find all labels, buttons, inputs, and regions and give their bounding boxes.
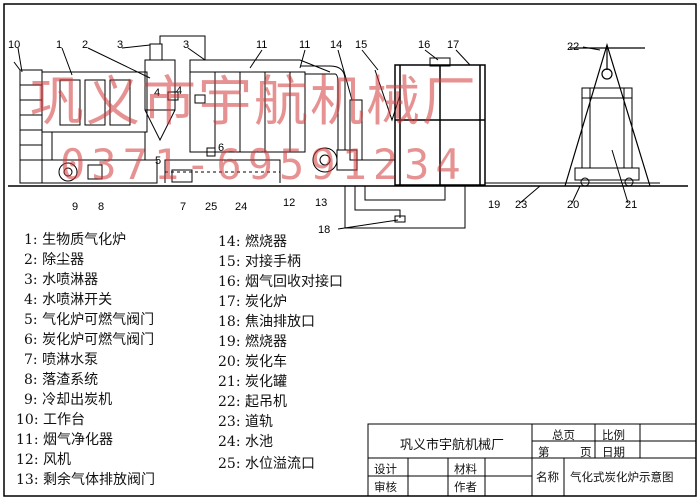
callout-14: 14 [330,39,342,51]
callout-4b: 4 [176,85,182,97]
title-author: 作者 [454,480,477,494]
title-review: 审核 [374,480,397,494]
legend-item: 8: 落渣系统 [24,372,99,388]
callout-25: 25 [205,201,217,213]
legend-item: 13: 剩余气体排放阀门 [16,472,155,488]
legend-item: 18: 焦油排放口 [218,314,315,330]
legend-item: 4: 水喷淋开关 [24,292,113,308]
water-sprayer [159,35,206,60]
legend-item: 3: 水喷淋器 [24,272,99,288]
slag-system [87,164,103,180]
callout-16: 16 [418,39,430,51]
legend-item: 16: 烟气回收对接口 [218,274,343,290]
carbonization-furnace [394,64,486,186]
dust-collector [144,43,176,142]
underground-pit [344,186,466,229]
callout-15: 15 [355,39,367,51]
legend-item: 12: 风机 [16,452,71,468]
callout-2: 2 [82,39,88,51]
callout-11: 11 [256,39,267,51]
title-page-prefix: 第 [538,445,550,459]
legend-item: 19: 燃烧器 [218,334,287,350]
title-block [367,423,697,497]
legend-item: 20: 炭化车 [218,354,287,370]
gas-pipe [300,65,346,150]
docking-handle [374,69,401,122]
callout-19: 19 [488,199,500,211]
title-design: 设计 [374,462,397,476]
callout-10: 10 [8,39,20,51]
title-total-pages: 总页 [552,428,575,442]
sheet-border [3,3,697,497]
callout-6: 6 [218,142,224,154]
callout-8: 8 [98,201,104,213]
legend-item: 2: 除尘器 [24,252,85,268]
title-date: 日期 [602,445,625,459]
legend-item: 15: 对接手柄 [218,254,301,270]
tar-outlet [394,215,406,223]
carbonization-tank [581,87,633,169]
title-material: 材料 [454,462,477,476]
title-name-label: 名称 [536,470,559,484]
callout-20: 20 [567,199,579,211]
legend-item: 24: 水池 [218,434,273,450]
legend-item: 5: 气化炉可燃气阀门 [24,312,155,328]
callout-1: 1 [56,39,62,51]
spray-pump [171,169,193,183]
legend-item: 6: 炭化炉可燃气阀门 [24,332,155,348]
legend-item: 14: 燃烧器 [218,234,287,250]
callout-12: 12 [283,197,295,209]
carbonizer-gas-valve [206,147,216,157]
work-platform [13,61,43,184]
callout-13: 13 [315,197,327,209]
legend-item: 10: 工作台 [16,412,85,428]
callout-7: 7 [180,201,186,213]
flue-gas-recovery-port [429,57,451,67]
title-page-suffix: 页 [580,445,592,459]
legend-item: 22: 起吊机 [218,394,287,410]
fan [312,147,338,173]
legend-item: 7: 喷淋水泵 [24,352,99,368]
callout-17: 17 [447,39,459,51]
callout-3b: 3 [183,39,189,51]
callout-4: 4 [154,87,160,99]
burner [349,99,363,161]
legend-item: 11: 烟气净化器 [16,432,113,448]
callout-11b: 11 [299,39,310,51]
gasifier [41,71,158,184]
callout-22: 22 [567,41,579,53]
legend-item: 25: 水位溢流口 [218,456,315,472]
callout-9: 9 [72,201,78,213]
callout-3: 3 [117,39,123,51]
carbonization-cart [574,167,640,181]
title-scale: 比例 [602,428,625,442]
callout-5: 5 [155,155,161,167]
callout-18: 18 [318,224,330,236]
title-drawing-name: 气化式炭化炉示意图 [570,470,674,484]
callout-21: 21 [625,199,637,211]
legend-item: 9: 冷却出炭机 [24,392,113,408]
cooling-discharger [58,162,78,182]
spray-switch [167,91,179,101]
legend-item: 17: 炭化炉 [218,294,287,310]
legend-item: 23: 道轨 [218,414,273,430]
crane [564,42,651,187]
legend-item: 21: 炭化罐 [218,374,287,390]
legend-item: 1: 生物质气化炉 [24,232,127,248]
callout-23: 23 [515,199,527,211]
callout-24: 24 [235,201,247,213]
title-company: 巩义市宇航机械厂 [400,438,505,453]
